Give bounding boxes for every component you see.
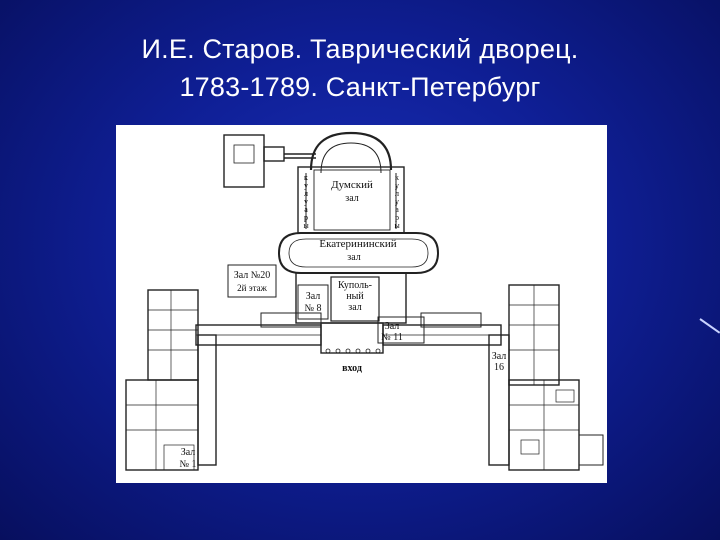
label-duma-1: Думский [331,179,373,191]
label-catherine-2: зал [347,252,360,263]
right-colonnade-letter: а [395,205,399,214]
label-hall20-2: 2й этаж [237,283,267,293]
label-hall16-1: Зал [492,351,507,362]
left-wing-lower [125,379,199,471]
label-dome-2: ный [346,291,364,302]
annex-top-left [223,134,265,188]
left-colonnade-letter: у [304,181,308,190]
left-colonnade-letter: ы [303,221,309,230]
left-colonnade-letter: а [304,205,308,214]
right-colonnade-letter: у [395,197,399,206]
catherine-hall [277,232,440,274]
left-wing-corridor [197,334,217,466]
label-hall1-2: № 1 [179,459,196,470]
floor-plan-drawing: Думский зал Екатерининский зал Зал №20 2… [125,131,604,471]
label-hall16-2: 16 [494,362,504,373]
left-wing-upper [147,289,199,381]
label-dome-1: Куполь- [338,280,372,291]
label-hall11-1: Зал [385,321,400,332]
title-line-2: 1783-1789. Санкт-Петербург [179,72,541,102]
label-hall1-1: Зал [181,447,196,458]
entrance-portico [320,322,384,354]
left-colonnade-letter: р [304,213,308,222]
left-colonnade-letter: л [304,189,308,198]
slide-title: И.Е. Старов. Таврический дворец. 1783-17… [0,30,720,106]
title-line-1: И.Е. Старов. Таврический дворец. [141,34,579,64]
label-duma-2: зал [345,193,358,204]
right-colonnade-letter: л [395,189,399,198]
right-colonnade-letter: у [395,181,399,190]
label-hall8-1: Зал [306,291,321,302]
decorative-line [699,318,720,334]
right-colonnade-letter: к [395,173,399,182]
label-hall20-1: Зал №20 [234,270,271,281]
left-colonnade-letter: у [304,197,308,206]
floor-plan-image: Думский зал Екатерининский зал Зал №20 2… [116,125,607,483]
right-colonnade-letter: р [395,213,399,222]
rotunda-arch [309,131,393,171]
right-colonnade-letter: ы [394,221,400,230]
label-hall11-2: № 11 [381,332,403,343]
label-catherine-1: Екатерининский [319,238,396,250]
label-entrance: вход [342,363,362,374]
label-hall8-2: № 8 [304,303,321,314]
left-colonnade-letter: к [304,173,308,182]
label-dome-3: зал [348,302,361,313]
